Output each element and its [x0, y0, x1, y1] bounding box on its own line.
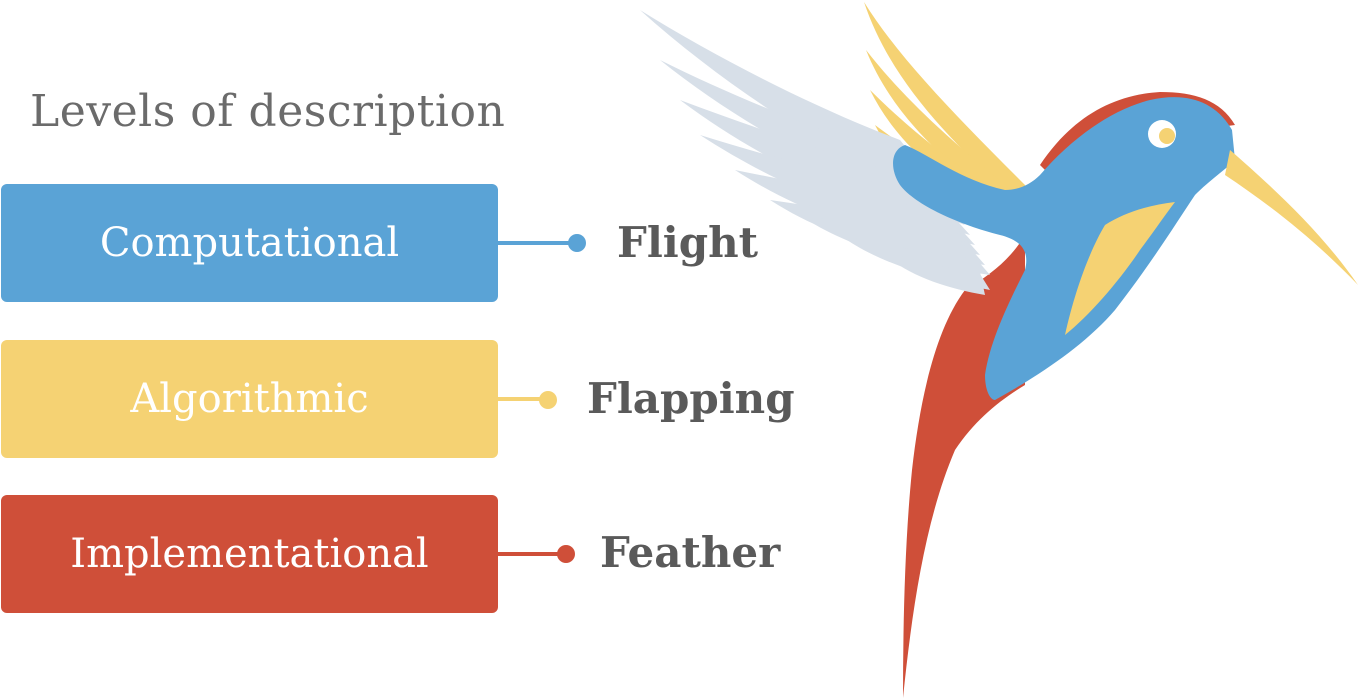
red-tail [903, 235, 1025, 698]
level-implementational-label: Implementational [70, 531, 429, 577]
level-implementational-box: Implementational [1, 495, 498, 613]
level-algorithmic-box: Algorithmic [1, 340, 498, 458]
connector-dot-implementational [557, 545, 575, 563]
level-computational-label: Computational [99, 220, 400, 266]
blue-body [893, 97, 1235, 401]
example-flight: Flight [617, 218, 759, 267]
example-feather: Feather [600, 528, 781, 577]
level-computational-box: Computational [1, 184, 498, 302]
beak [1225, 150, 1358, 285]
level-algorithmic-label: Algorithmic [130, 376, 369, 422]
connector-algorithmic [498, 397, 548, 401]
yellow-belly [1065, 202, 1175, 335]
diagram-title: Levels of description [30, 86, 506, 137]
connector-dot-algorithmic [539, 391, 557, 409]
eye-pupil [1159, 128, 1175, 144]
connector-dot-computational [568, 234, 586, 252]
example-flapping: Flapping [587, 374, 795, 423]
connector-implementational [498, 552, 566, 556]
connector-computational [498, 241, 578, 245]
gray-wing [640, 10, 990, 295]
